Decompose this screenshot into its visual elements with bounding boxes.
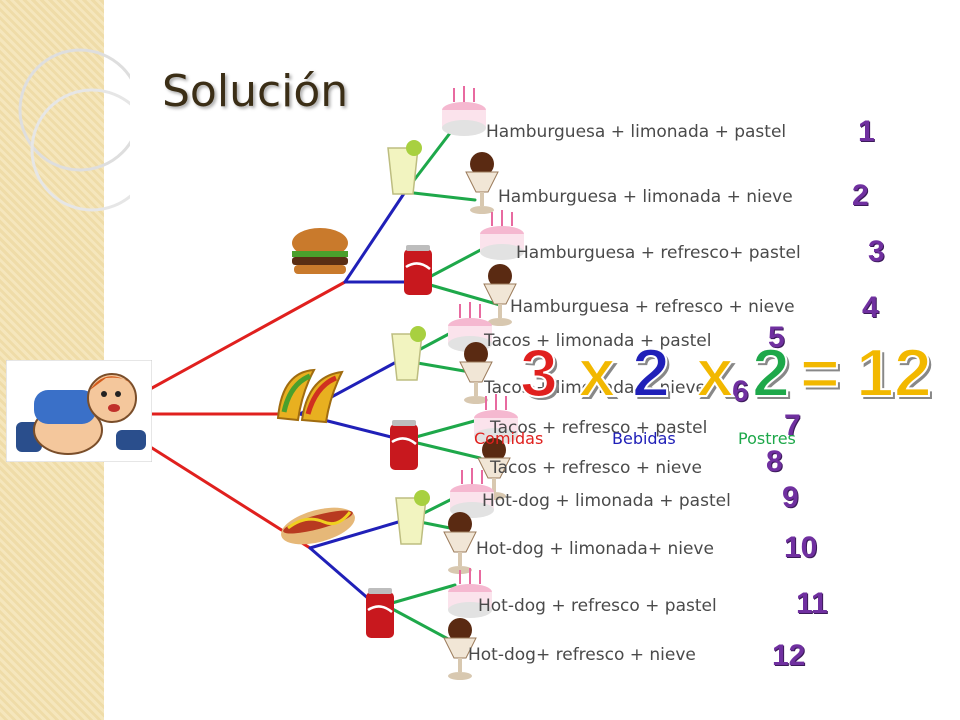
sundae-icon [443,512,477,574]
cake-icon [450,468,494,518]
combination-text: Hamburguesa + limonada + nieve [498,187,793,207]
decorative-circles [18,48,130,212]
combination-text: Tacos + limonada + pastel [484,331,712,351]
equation-factor: 2 [751,335,791,411]
combination-text: Hot-dog+ refresco + nieve [468,645,696,665]
combination-number: 6 [732,375,749,408]
sundae-icon [483,264,517,326]
combination-text: Tacos + refresco + pastel [490,418,708,438]
combination-number: 3 [868,235,885,268]
equation-multiply: x [695,335,735,411]
combination-number: 4 [862,291,879,324]
desserts-category-label: Postres [738,429,796,448]
combination-number: 8 [766,445,783,478]
combination-text: Tacos + limonada + nieve [484,378,706,398]
drinks-category-label: Bebidas [612,429,676,448]
lemonade-icon [395,490,430,545]
combination-text: Hot-dog + limonada+ nieve [476,539,714,559]
combination-number: 10 [784,531,818,564]
equation-factor: 3 [519,335,559,411]
boy-illustration [6,360,152,462]
branch-hotdog-lemonade [308,518,407,550]
cake-icon [480,210,524,260]
combination-number: 1 [858,115,875,148]
food-category-label: Comidas [474,429,544,448]
hotdog-icon [281,507,355,545]
combination-text: Hamburguesa + refresco + nieve [510,297,795,317]
sundae-icon [443,618,477,680]
combination-number: 12 [772,639,806,672]
sundae-icon [459,342,493,404]
equation-equals: = [799,335,841,411]
branch-hamburger [150,280,347,390]
combination-number: 5 [768,321,785,354]
equation-result: 12 [855,335,933,411]
soda-can-icon [366,588,394,638]
branch-hamburger-lemonade [343,190,407,284]
combination-text: Hamburguesa + refresco+ pastel [516,243,801,263]
cake-icon [448,568,492,618]
soda-can-icon [404,245,432,295]
cake-icon [442,86,486,136]
combination-number: 11 [796,587,828,620]
soda-can-icon [390,420,418,470]
combination-number: 9 [782,481,799,514]
lemonade-icon [387,140,422,195]
combination-number: 7 [784,409,801,442]
sundae-icon [465,152,499,214]
cake-icon [474,394,518,444]
combination-text: Tacos + refresco + nieve [490,458,702,478]
combination-text: Hot-dog + refresco + pastel [478,596,717,616]
tacos-icon [276,368,344,424]
branch-hotdog-soda [308,546,372,602]
combination-number: 2 [852,179,869,212]
lemonade-icon [391,326,426,381]
page-title: Solución [162,66,349,117]
combination-text: Hot-dog + limonada + pastel [482,491,731,511]
combination-text: Hamburguesa + limonada + pastel [486,122,787,142]
hamburger-icon [292,228,348,274]
equation-multiply: x [577,335,617,411]
equation-factor: 2 [631,335,671,411]
